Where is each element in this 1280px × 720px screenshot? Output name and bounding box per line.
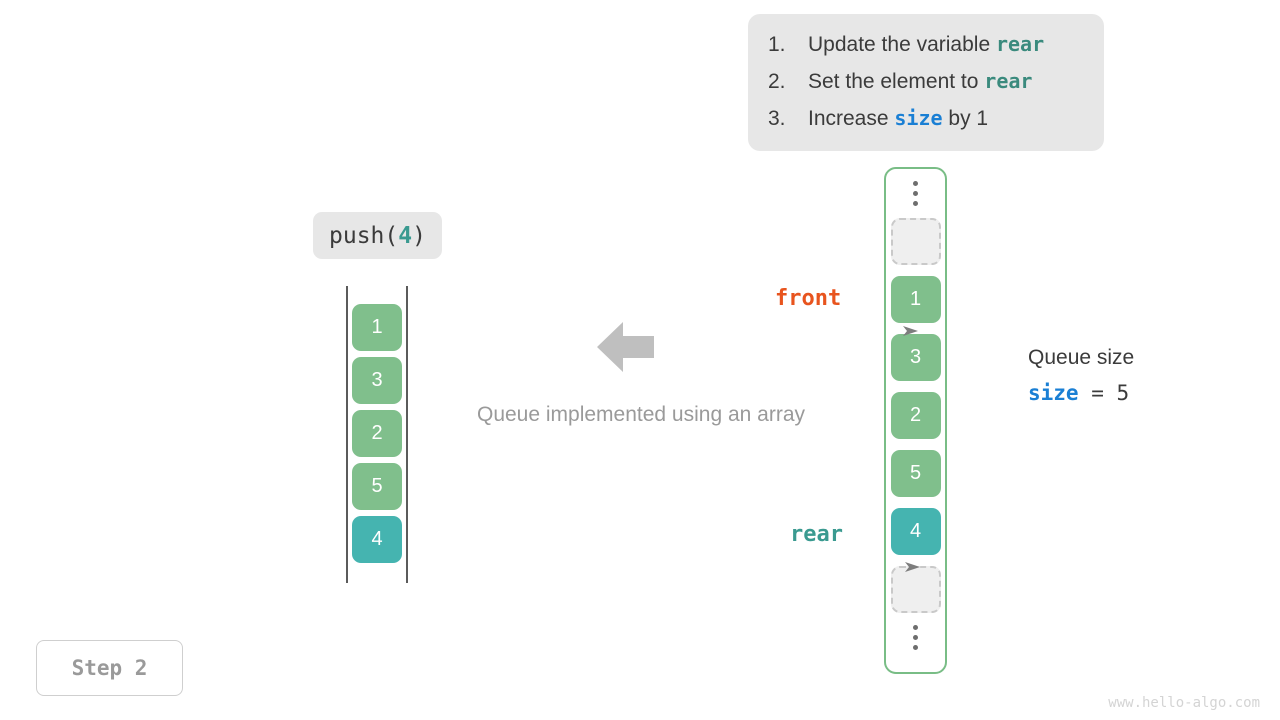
instruction-keyword-rear: rear — [984, 69, 1033, 93]
operation-label-argument: 4 — [398, 222, 413, 249]
dot — [913, 181, 918, 186]
instruction-number: 2. — [768, 70, 786, 93]
queue-cell: 1 — [352, 304, 402, 351]
array-cell-empty-bottom — [890, 566, 941, 613]
ellipsis-bottom-icon — [913, 613, 918, 662]
instruction-item: 1. Update the variable rear — [768, 32, 1084, 69]
dot — [913, 635, 918, 640]
bracket-left-line — [346, 286, 348, 583]
instruction-keyword-rear: rear — [995, 32, 1045, 56]
pointer-arrow-icon — [852, 529, 920, 572]
front-pointer: front — [775, 286, 919, 336]
array-cells: 1 3 2 5 4 — [890, 218, 941, 613]
array-cell: 1 — [890, 276, 941, 323]
instruction-text-before: Update the variable — [808, 33, 996, 56]
dot — [913, 645, 918, 650]
dot — [913, 201, 918, 206]
queue-cell: 2 — [352, 410, 402, 457]
queue-abstract-view: 1 3 2 5 4 — [346, 286, 408, 583]
array-cell-empty-top — [890, 218, 941, 265]
queue-abstract-cells: 1 3 2 5 4 — [352, 304, 402, 563]
watermark: www.hello-algo.com — [1108, 695, 1260, 711]
dot — [913, 625, 918, 630]
rear-pointer-label: rear — [790, 522, 843, 547]
ellipsis-top-icon — [913, 169, 918, 218]
instruction-item: 3. Increase size by 1 — [768, 106, 1084, 143]
rear-pointer: rear — [790, 522, 920, 572]
instruction-text-after: by 1 — [942, 107, 989, 130]
instruction-keyword-size: size — [894, 106, 943, 130]
left-arrow-icon — [597, 320, 654, 374]
queue-size-number: 5 — [1116, 381, 1130, 405]
array-cell-new: 4 — [890, 508, 941, 555]
bracket-right-line — [406, 286, 408, 583]
instruction-panel: 1. Update the variable rear 2. Set the e… — [748, 14, 1104, 151]
array-cell: 3 — [890, 334, 941, 381]
dot — [913, 191, 918, 196]
array-cell: 5 — [890, 450, 941, 497]
array-column: 1 3 2 5 4 — [884, 167, 947, 674]
queue-size-title: Queue size — [1028, 346, 1135, 369]
instruction-item: 2. Set the element to rear — [768, 69, 1084, 106]
queue-size-expression: size = 5 — [1028, 381, 1228, 405]
instruction-number: 3. — [768, 107, 786, 130]
array-cell: 2 — [890, 392, 941, 439]
instruction-number: 1. — [768, 33, 786, 56]
queue-cell: 3 — [352, 357, 402, 404]
queue-cell-new: 4 — [352, 516, 402, 563]
queue-size-info: Queue size size = 5 — [1028, 344, 1228, 405]
front-pointer-label: front — [775, 286, 842, 311]
operation-label-suffix: ) — [412, 222, 426, 249]
instruction-text-before: Increase — [808, 107, 895, 130]
diagram-caption: Queue implemented using an array — [476, 403, 806, 426]
step-badge: Step 2 — [36, 640, 183, 696]
queue-cell: 5 — [352, 463, 402, 510]
queue-size-equals: = — [1078, 381, 1117, 405]
instruction-text-before: Set the element to — [808, 70, 985, 93]
queue-size-variable: size — [1028, 381, 1079, 405]
operation-label-prefix: push( — [329, 222, 399, 249]
pointer-arrow-icon — [850, 293, 919, 336]
operation-label: push(4) — [313, 212, 442, 259]
